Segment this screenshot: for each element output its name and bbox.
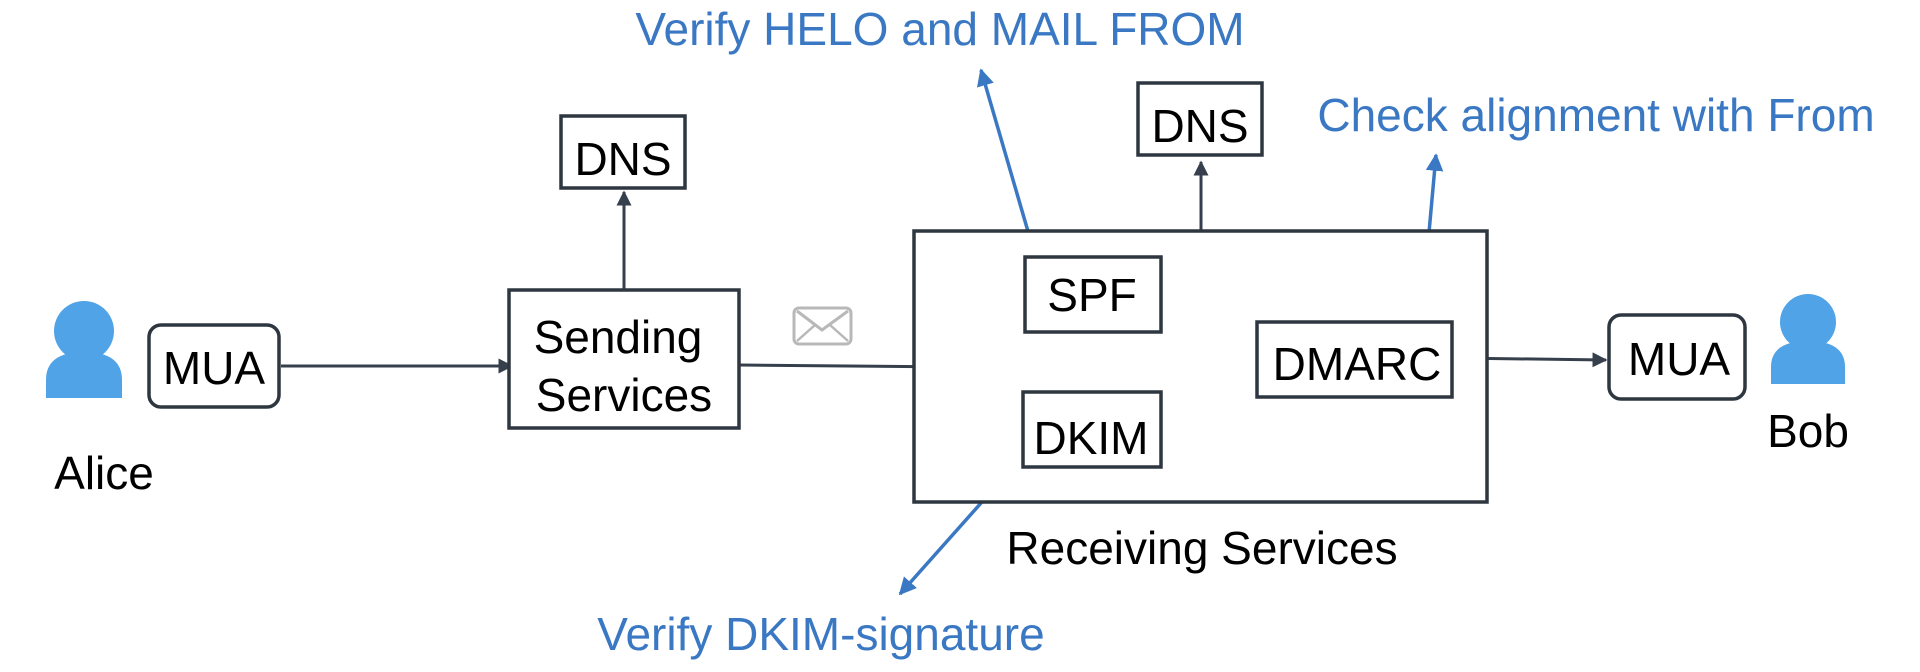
dns-sending-label: DNS [574,133,671,185]
sender-person-icon [46,301,122,398]
dmarc-box: DMARC [1255,320,1454,399]
mua-sender-box: MUA [147,323,281,409]
dns-receiving-label: DNS [1151,100,1248,152]
dkim-annotation: Verify DKIM-signature [597,608,1044,660]
dns-receiving-box: DNS [1136,81,1264,157]
spf-annotation-pointer [977,68,1036,253]
mua-sender-label: MUA [163,342,266,394]
receiver-name: Bob [1767,405,1849,457]
receiver-person-icon [1771,294,1845,384]
dkim-box: DKIM [1021,390,1163,469]
mua-receiver-box: MUA [1607,313,1747,401]
spf-label: SPF [1047,269,1136,321]
mua-receiver-label: MUA [1628,333,1731,385]
sender-name: Alice [54,447,154,499]
dmarc-annotation: Check alignment with From [1317,89,1874,141]
envelope-icon [792,306,853,346]
spf-box: SPF [1023,255,1163,334]
sending-services-box: Sending Services [507,288,741,430]
sending-services-label-line1: Sending [534,311,703,363]
dmarc-label: DMARC [1273,338,1442,390]
receiving-services-label: Receiving Services [1006,522,1397,574]
dns-sending-box: DNS [559,114,687,190]
spf-annotation: Verify HELO and MAIL FROM [635,3,1244,55]
sending-services-label-line2: Services [536,369,712,421]
dkim-label: DKIM [1034,412,1149,464]
